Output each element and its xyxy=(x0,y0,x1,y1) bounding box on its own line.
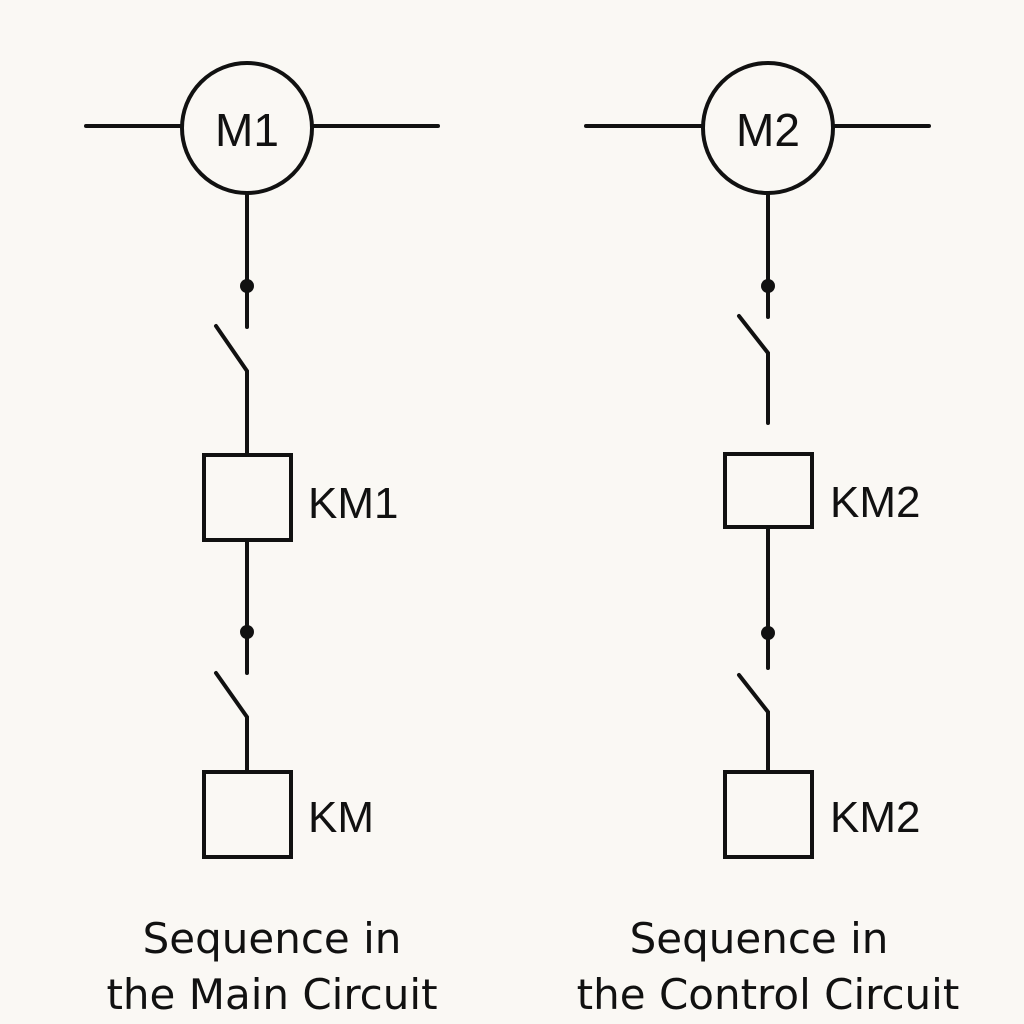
caption-main-line1: Sequence in xyxy=(143,914,402,963)
caption-control-line2: the Control Circuit xyxy=(577,970,960,1019)
coil-km2-label: KM2 xyxy=(830,793,920,842)
coil-km-label: KM xyxy=(308,793,374,842)
junction-dot xyxy=(761,279,775,293)
switch-contact-km2 xyxy=(737,314,770,425)
contactor-km1-label: KM1 xyxy=(308,479,398,528)
junction-dot xyxy=(240,279,254,293)
coil-km-box xyxy=(202,770,293,859)
control-circuit-column: M2 KM2 xyxy=(584,61,931,611)
motor-m1-label: M1 xyxy=(215,104,279,156)
caption-main-line2: the Main Circuit xyxy=(106,970,437,1019)
main-circuit-column: M1 KM1 KM Sequence in the Main Circuit xyxy=(84,61,440,1019)
switch-contact-km xyxy=(214,671,249,774)
contactor-km2-label: KM2 xyxy=(830,478,920,527)
contactor-km1-box xyxy=(202,453,293,542)
switch-contact-km2-lower xyxy=(737,673,770,774)
switch-contact-km1 xyxy=(214,324,249,457)
junction-dot xyxy=(240,625,254,639)
caption-control-line1: Sequence in xyxy=(630,914,889,963)
motor-m2-label: M2 xyxy=(736,104,800,156)
coil-km2-box xyxy=(723,770,814,859)
contactor-km2-box xyxy=(723,452,814,529)
control-circuit-lower-group: KM2 Sequence in the Control Circuit xyxy=(577,538,960,1019)
